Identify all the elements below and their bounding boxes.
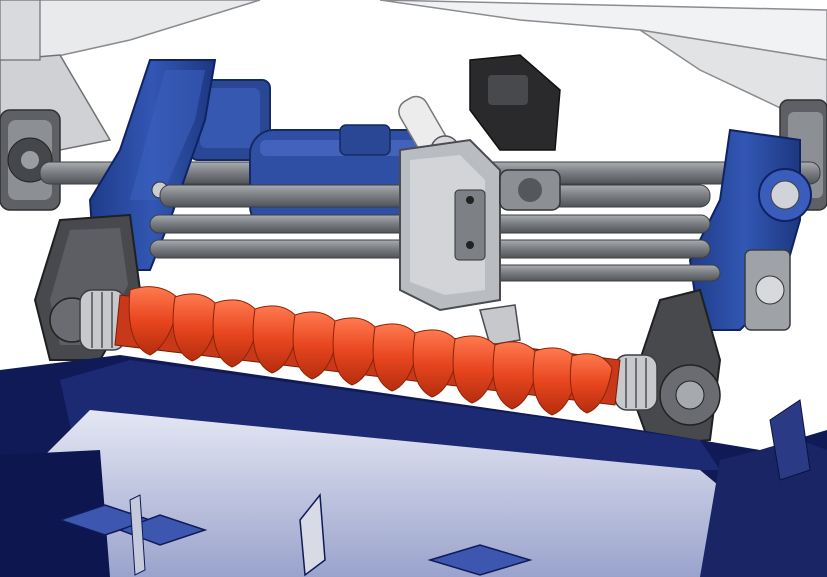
central-carriage — [399, 138, 561, 346]
tray-blades — [57, 493, 533, 577]
servo-unit — [398, 54, 561, 165]
right-bearing — [614, 354, 658, 411]
right-blue-plate — [688, 128, 812, 331]
left-gear-mechanism — [0, 109, 61, 211]
tray-hopper — [0, 355, 827, 577]
orange-auger — [114, 286, 621, 416]
